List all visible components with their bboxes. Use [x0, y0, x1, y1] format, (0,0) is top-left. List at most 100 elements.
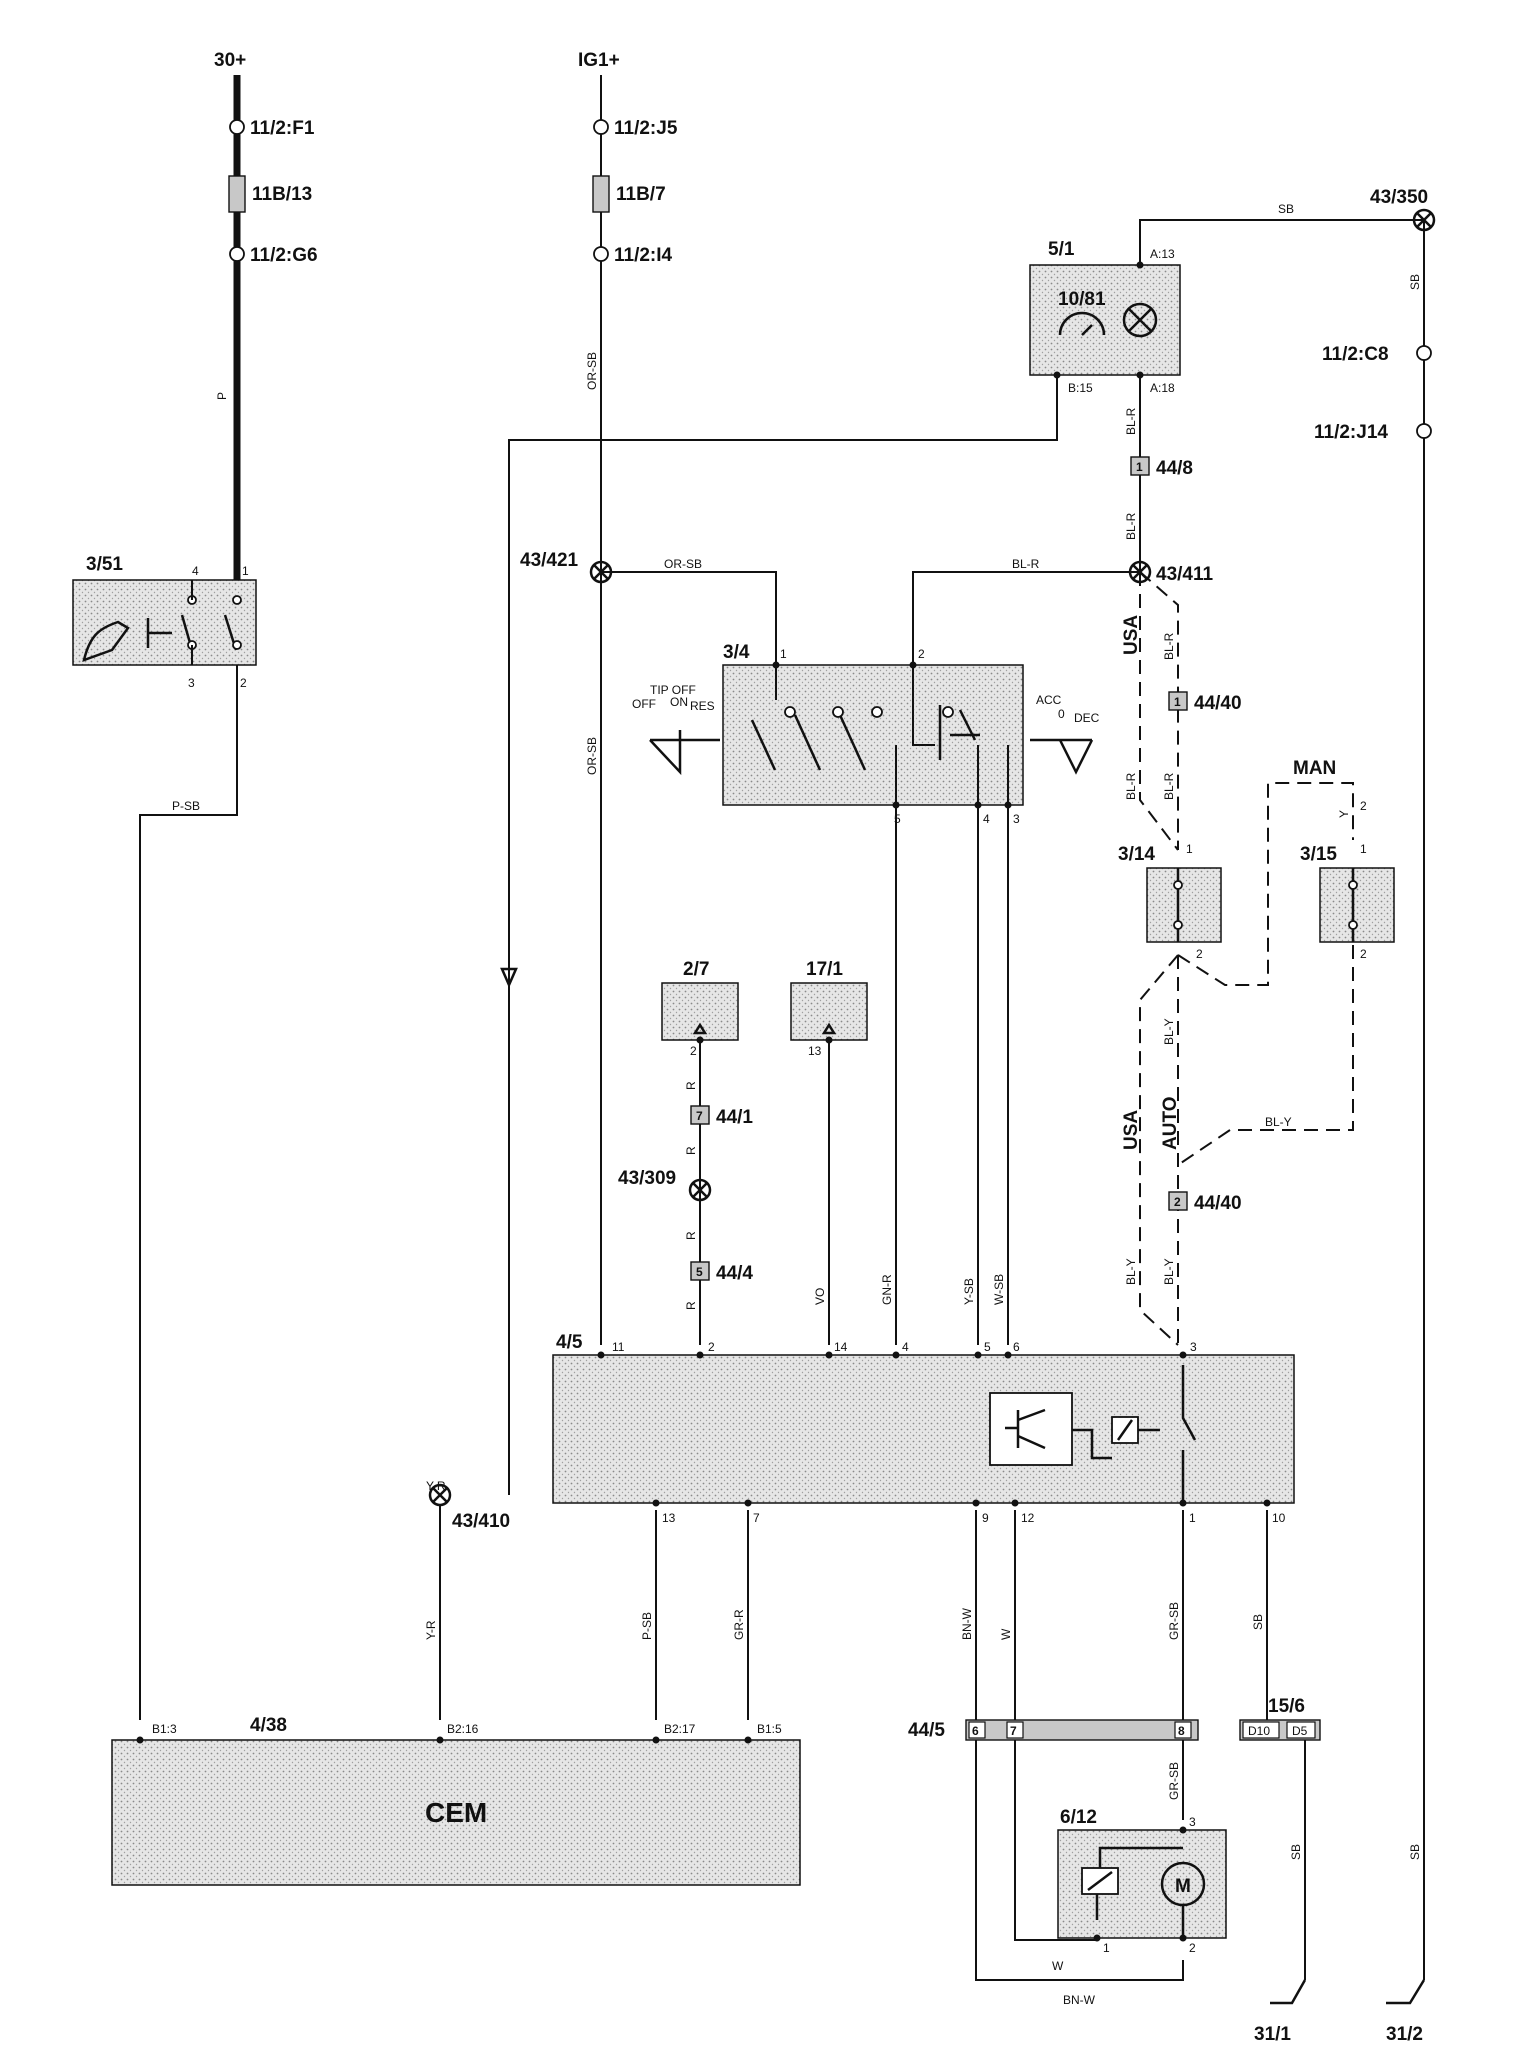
speedometer-icon	[1058, 311, 1106, 336]
wire-code-sb-15-6: SB	[1251, 1614, 1265, 1630]
pin-cem-b1-5: B1:5	[757, 1722, 782, 1736]
pin-4-5-1: 1	[1189, 1511, 1196, 1525]
connector-j5-label: 11/2:J5	[614, 118, 678, 139]
cruise-contact-2-terminal	[832, 706, 844, 718]
wire-code-bl-r-4: BL-R	[1162, 632, 1176, 660]
wire-code-bl-r-3: BL-R	[1012, 557, 1040, 571]
wire-code-y-r-2: Y-R	[424, 1620, 438, 1640]
switch-label-off: OFF	[632, 697, 656, 711]
wire-bl-y-usa-dashed	[1139, 954, 1179, 1346]
variant-man: MAN	[1293, 758, 1336, 779]
wire-code-bl-r-5: BL-R	[1124, 772, 1138, 800]
pin-6-12-3: 3	[1189, 1815, 1196, 1829]
splice-43-421-label: 43/421	[520, 550, 579, 571]
inline-44-4-box	[690, 1261, 710, 1281]
inline-44-40a-pin: 1	[1174, 695, 1181, 709]
wire-code-bl-r-2: BL-R	[1124, 512, 1138, 540]
pin-2-7-2: 2	[690, 1044, 697, 1058]
pin-4-5-3: 3	[1190, 1340, 1197, 1354]
pin-3-4-2: 2	[918, 647, 925, 661]
wire-code-gr-r: GR-R	[732, 1609, 746, 1640]
inline-44-1-box	[690, 1105, 710, 1125]
switch-3-15-pin1-terminal	[1348, 880, 1358, 890]
connector-j5-terminal	[593, 119, 609, 135]
connector-c8-terminal	[1416, 345, 1432, 361]
wire-bl-r-usa-dashed	[1139, 571, 1179, 850]
fuse-11b-7-icon	[592, 175, 610, 213]
splice-43-350-label: 43/350	[1370, 187, 1428, 208]
variant-usa-bottom: USA	[1121, 1110, 1142, 1150]
cem-name-label: CEM	[425, 1797, 487, 1828]
wire-code-r-4: R	[684, 1301, 698, 1310]
pin-4-5-9: 9	[982, 1511, 989, 1525]
pin-3-15-2: 2	[1360, 947, 1367, 961]
pin-3-51-2: 2	[240, 676, 247, 690]
switch-3-14-pin2-terminal	[1173, 920, 1183, 930]
wire-code-vo: VO	[813, 1288, 827, 1305]
wire-code-y-r-1: Y-R	[426, 1479, 446, 1493]
inline-44-40b-label: 44/40	[1194, 1193, 1242, 1214]
inline-44-4-label: 44/4	[716, 1263, 753, 1284]
inline-44-4-pin: 5	[696, 1265, 703, 1279]
component-4-38-label: 4/38	[250, 1715, 287, 1736]
wire-code-w-2: W	[1052, 1959, 1064, 1973]
wire-bl-y-man-dashed	[1177, 945, 1354, 1166]
cruise-switch-internal-wires	[775, 665, 1009, 805]
connector-44-5-pin7-cell	[1006, 1721, 1024, 1739]
wire-code-y: Y	[1337, 810, 1351, 818]
pin-4-5-5: 5	[984, 1340, 991, 1354]
component-3-14-label: 3/14	[1118, 844, 1155, 865]
ground-31-1-icon	[1270, 1979, 1307, 2005]
pin-3-51-3: 3	[188, 676, 195, 690]
wire-code-p-sb: P-SB	[172, 799, 200, 813]
variant-auto: AUTO	[1160, 1097, 1181, 1150]
cruise-contact-1-terminal	[784, 706, 796, 718]
connector-i4-terminal	[593, 246, 609, 262]
component-3-51-label: 3/51	[86, 554, 123, 575]
inline-44-40b-pin: 2	[1174, 1195, 1181, 1209]
pin-3-14-1: 1	[1186, 842, 1193, 856]
connector-f1-terminal	[229, 119, 245, 135]
indicator-lamp-cross	[1128, 308, 1152, 332]
component-3-4-label: 3/4	[723, 642, 750, 663]
inline-44-40b-box	[1168, 1191, 1188, 1211]
pin-4-5-13: 13	[662, 1511, 676, 1525]
pin-4-5-6: 6	[1013, 1340, 1020, 1354]
switch-label-dec: DEC	[1074, 711, 1100, 725]
connector-i4-label: 11/2:I4	[614, 245, 673, 266]
switch-label-tip-off: TIP OFF	[650, 683, 696, 697]
pin-3-14-2: 2	[1196, 947, 1203, 961]
wire-code-sb-top: SB	[1278, 202, 1294, 216]
inline-44-40a-label: 44/40	[1194, 693, 1242, 714]
connector-44-5-pin7: 7	[1010, 1724, 1017, 1738]
variant-usa-top: USA	[1121, 615, 1142, 655]
component-3-14-box	[1146, 867, 1222, 943]
pin-4-5-2: 2	[708, 1340, 715, 1354]
component-3-15-label: 3/15	[1300, 844, 1337, 865]
switch-label-res: RES	[690, 699, 715, 713]
switch-3-14-pin1-terminal	[1173, 880, 1183, 890]
relay-contact-icon	[1072, 1365, 1197, 1503]
wire-code-sb-right-low: SB	[1408, 1844, 1422, 1860]
pin-3-51-4: 4	[192, 564, 199, 578]
wire-code-bl-r-1: BL-R	[1124, 407, 1138, 435]
connector-g6-label: 11/2:G6	[250, 245, 318, 266]
cruise-lever-left-icon	[649, 730, 720, 776]
component-2-7-ground-icon	[692, 1022, 708, 1035]
wire-bl-r-dashed	[1139, 572, 1179, 851]
wire-code-r-1: R	[684, 1081, 698, 1090]
wire-or-sb-branch	[601, 571, 777, 665]
component-17-1-ground-icon	[821, 1022, 837, 1035]
wire-code-w-sb: W-SB	[992, 1274, 1006, 1305]
connector-g6-terminal	[229, 246, 245, 262]
motor-label: M	[1175, 1876, 1191, 1897]
pin-3-4-1: 1	[780, 647, 787, 661]
cruise-contact-4-terminal	[942, 706, 954, 718]
pin-5-1-b15: B:15	[1068, 381, 1093, 395]
component-17-1-label: 17/1	[806, 959, 843, 980]
pin-15-6-d5: D5	[1292, 1724, 1308, 1738]
wire-code-r-3: R	[684, 1231, 698, 1240]
component-3-15-box	[1319, 867, 1395, 943]
connector-44-5-strip	[965, 1719, 1199, 1741]
